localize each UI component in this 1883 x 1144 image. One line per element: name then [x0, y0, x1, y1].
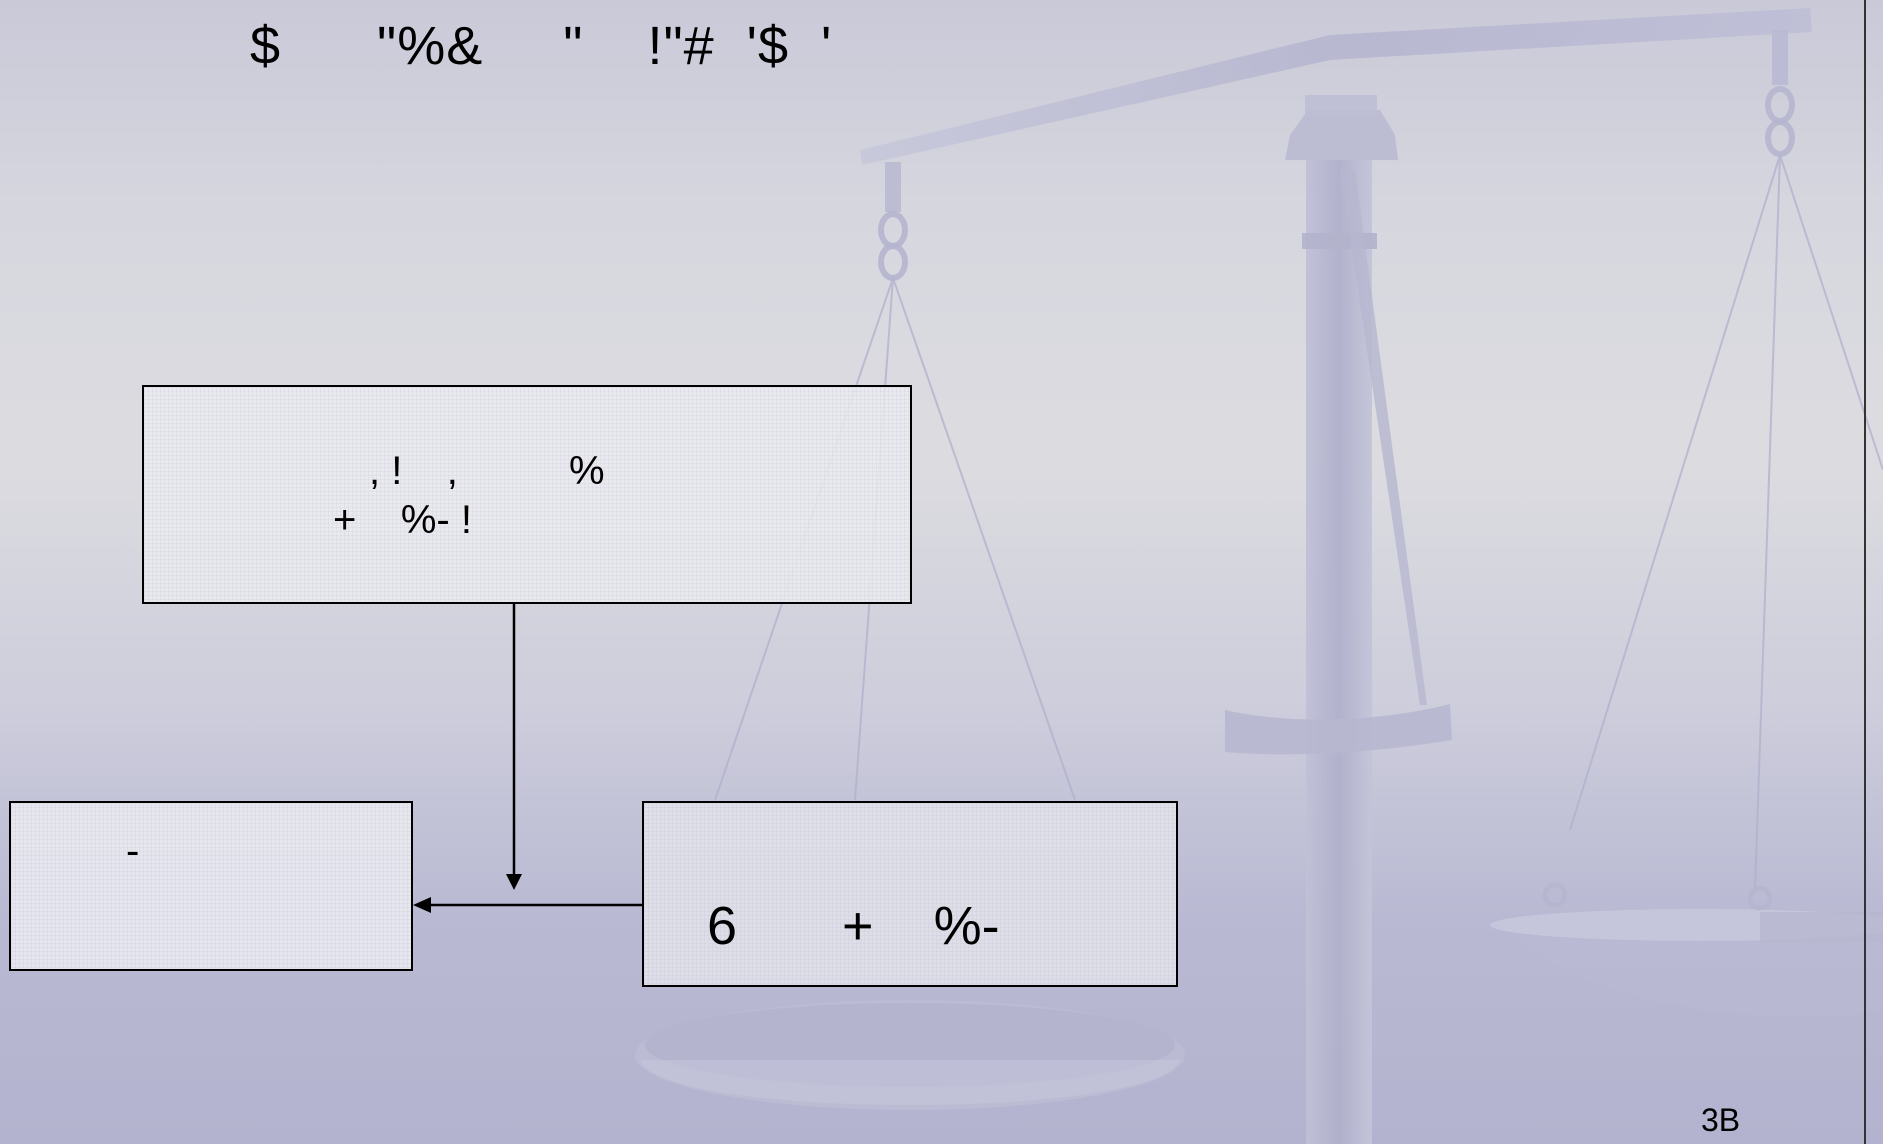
scale-pole — [1306, 160, 1372, 1144]
left-box-text: - — [126, 829, 140, 873]
diagram-box-left: - — [9, 801, 413, 971]
right-box-text: 6 + %- — [707, 896, 1000, 956]
diagram-box-top: , ! , % + %- ! — [142, 385, 912, 604]
slide-title: $ "%& " !"# '$ ' — [250, 16, 833, 76]
slide-right-edge — [1864, 0, 1866, 1144]
scale-beam — [860, 8, 1812, 165]
scale-center-cap — [1285, 110, 1398, 160]
scale-right-pan — [1505, 920, 1883, 1018]
scale-base — [1225, 704, 1452, 755]
top-box-line-2: + %- ! — [333, 498, 472, 542]
top-box-line-1: , ! , % — [369, 449, 605, 493]
page-number: 3B — [1701, 1102, 1741, 1138]
diagram-box-right: 6 + %- — [642, 801, 1178, 987]
